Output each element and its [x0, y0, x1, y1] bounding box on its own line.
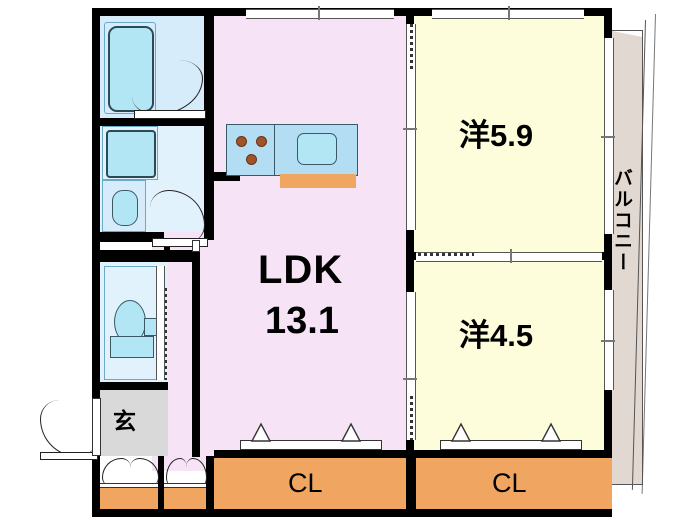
genkan-floor	[100, 390, 168, 456]
room-lower-floor	[414, 261, 604, 455]
closet-room-doors[interactable]	[440, 440, 582, 450]
wall-bath-washroom	[92, 118, 214, 126]
vanity-sink	[112, 190, 138, 226]
shoebox-right-line	[164, 483, 206, 488]
wall-ldk-rooms-top	[406, 8, 414, 24]
room-upper-floor	[414, 16, 604, 261]
window-room-upper-right-sash	[601, 136, 615, 138]
sliding-door-ldk-room-upper[interactable]	[406, 24, 416, 230]
storage-door-arc-right[interactable]	[186, 458, 207, 487]
sliding-door-between-rooms[interactable]	[416, 252, 602, 262]
closet-room	[416, 458, 612, 509]
wall-washroom-toilet	[92, 232, 164, 242]
washroom-door-leaf[interactable]	[152, 238, 208, 247]
balcony-label: バルコニー	[611, 168, 632, 273]
entrance-threshold	[92, 398, 101, 456]
window-ldk-top[interactable]	[246, 9, 394, 19]
sliding-door-lower-sash	[403, 378, 417, 380]
window-room-lower-right-sash	[601, 340, 615, 342]
wall-ldk-rooms-mid	[406, 230, 414, 292]
shoebox-door-arc-right[interactable]	[130, 458, 159, 487]
wall-left-outer	[92, 8, 100, 258]
burner-center-icon	[246, 154, 257, 165]
wall-closet-ldk-top	[214, 450, 414, 458]
shoebox-door-arc-left[interactable]	[102, 458, 131, 487]
entrance-door-arc[interactable]	[40, 400, 97, 457]
wall-shoebox-divider	[158, 456, 164, 517]
ldk-label: LDK	[258, 248, 344, 292]
sliding-door-between-sash	[510, 249, 512, 263]
wall-ldk-wet-lower	[192, 258, 200, 457]
wall-right-upper	[604, 8, 612, 38]
closet-ldk-label: CL	[288, 468, 323, 498]
storage-door-arc-left[interactable]	[166, 458, 187, 487]
washing-machine-pan	[106, 130, 156, 178]
room-upper-label: 洋5.9	[459, 118, 534, 153]
room-lower-label: 洋4.5	[459, 318, 534, 353]
wall-toilet-top-seg	[92, 250, 200, 262]
closet-ldk-doors[interactable]	[240, 440, 382, 450]
kitchen-sink-basin	[297, 133, 337, 165]
window-ldk-top-sash	[318, 6, 320, 20]
closet-ldk	[214, 458, 406, 509]
sliding-door-between-track	[418, 253, 474, 256]
burner-right-icon	[256, 136, 267, 147]
wall-entry-right	[206, 456, 214, 517]
bathroom-door-leaf[interactable]	[134, 110, 206, 119]
sliding-door-lower-track	[410, 396, 413, 440]
hall-floor	[168, 262, 192, 456]
burner-left-icon	[236, 136, 247, 147]
wall-closet-divider	[406, 450, 416, 517]
shoebox-left-line	[100, 483, 158, 488]
ldk-size-label: 13.1	[265, 300, 339, 342]
wall-bottom	[92, 509, 612, 517]
wall-right-mid	[604, 233, 612, 291]
closet-room-label: CL	[492, 468, 527, 498]
entrance-door-leaf[interactable]	[40, 452, 98, 460]
hall-opening[interactable]	[192, 240, 200, 252]
toilet-door-panel[interactable]	[156, 266, 165, 380]
toilet-tank	[110, 336, 154, 358]
kitchen-counter-front	[280, 174, 356, 188]
sliding-door-ldk-room-lower[interactable]	[406, 292, 416, 440]
window-room-upper-top-sash	[508, 6, 510, 20]
shoebox-left	[100, 488, 158, 509]
washing-machine-outline	[102, 126, 158, 180]
shoebox-right	[164, 488, 206, 509]
wall-closet-room-top	[414, 450, 612, 458]
wall-kitchen-stub	[204, 172, 240, 181]
sliding-door-upper-track	[410, 24, 413, 70]
genkan-label: 玄	[113, 408, 136, 434]
toilet-door[interactable]	[164, 288, 167, 380]
wall-toilet-genkan	[92, 382, 168, 390]
sliding-door-upper-sash	[403, 128, 417, 130]
gas-stove	[226, 124, 276, 176]
